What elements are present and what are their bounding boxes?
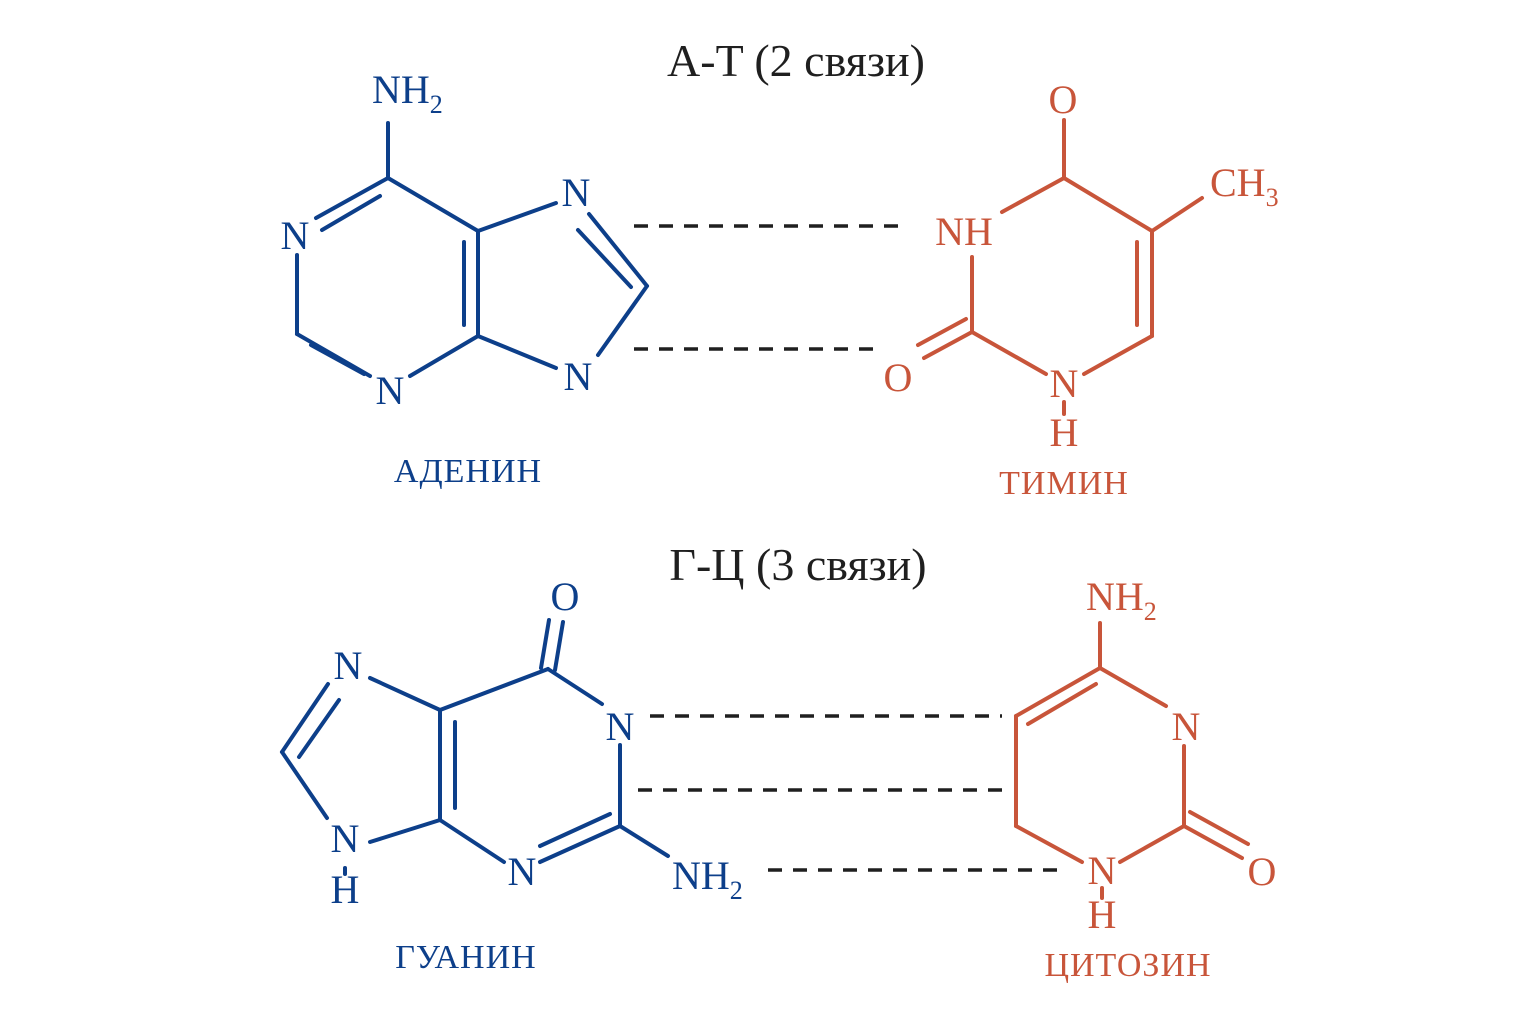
guanine-n1-label: N	[606, 704, 635, 749]
cytosine-name: ЦИТОЗИН	[1044, 947, 1211, 984]
thymine-o2-label: O	[884, 355, 913, 400]
guanine-bonds	[280, 618, 670, 876]
guanine-n3-label: N	[508, 849, 537, 894]
guanine-nh2-label: NH2	[672, 853, 743, 905]
guanine-name: ГУАНИН	[395, 939, 536, 976]
cytosine-n3-label: N	[1172, 704, 1201, 749]
adenine-bonds	[295, 121, 649, 378]
thymine-h1-label: H	[1050, 410, 1079, 455]
thymine-n1-label: N	[1050, 361, 1079, 406]
adenine-nh2-label: NH2	[372, 67, 443, 119]
guanine-o6-label: O	[551, 574, 580, 619]
thymine-name: ТИМИН	[999, 465, 1129, 502]
thymine-ch3-label: CH3	[1210, 160, 1279, 212]
adenine-name: АДЕНИН	[394, 453, 542, 490]
thymine-nh3-label: NH	[935, 209, 993, 254]
guanine-n9-label: N	[331, 816, 360, 861]
cytosine-o2-label: O	[1248, 849, 1277, 894]
guanine-n7-label: N	[334, 643, 363, 688]
thymine-bonds	[916, 118, 1204, 416]
guanine-structure: O N N N H N NH2	[280, 574, 743, 912]
cytosine-h1-label: H	[1088, 892, 1117, 937]
adenine-n3-label: N	[376, 368, 405, 413]
cytosine-bonds	[1014, 621, 1250, 900]
cytosine-structure: NH2 N N H O	[1014, 574, 1277, 937]
adenine-structure: NH2 N N N N	[281, 67, 649, 413]
gc-hydrogen-bonds	[638, 714, 1062, 872]
adenine-n9-label: N	[564, 354, 593, 399]
pair-gc-title: Г-Ц (3 связи)	[669, 539, 926, 590]
thymine-o4-label: O	[1049, 77, 1078, 122]
adenine-n7-label: N	[562, 170, 591, 215]
cytosine-n1-label: N	[1088, 848, 1117, 893]
adenine-n1-label: N	[281, 213, 310, 258]
thymine-structure: O CH3 NH O N H	[884, 77, 1279, 455]
cytosine-nh2-label: NH2	[1086, 574, 1157, 626]
at-hydrogen-bonds	[634, 224, 908, 351]
guanine-h9-label: H	[331, 867, 360, 912]
pair-at-title: A-T (2 связи)	[667, 35, 925, 86]
